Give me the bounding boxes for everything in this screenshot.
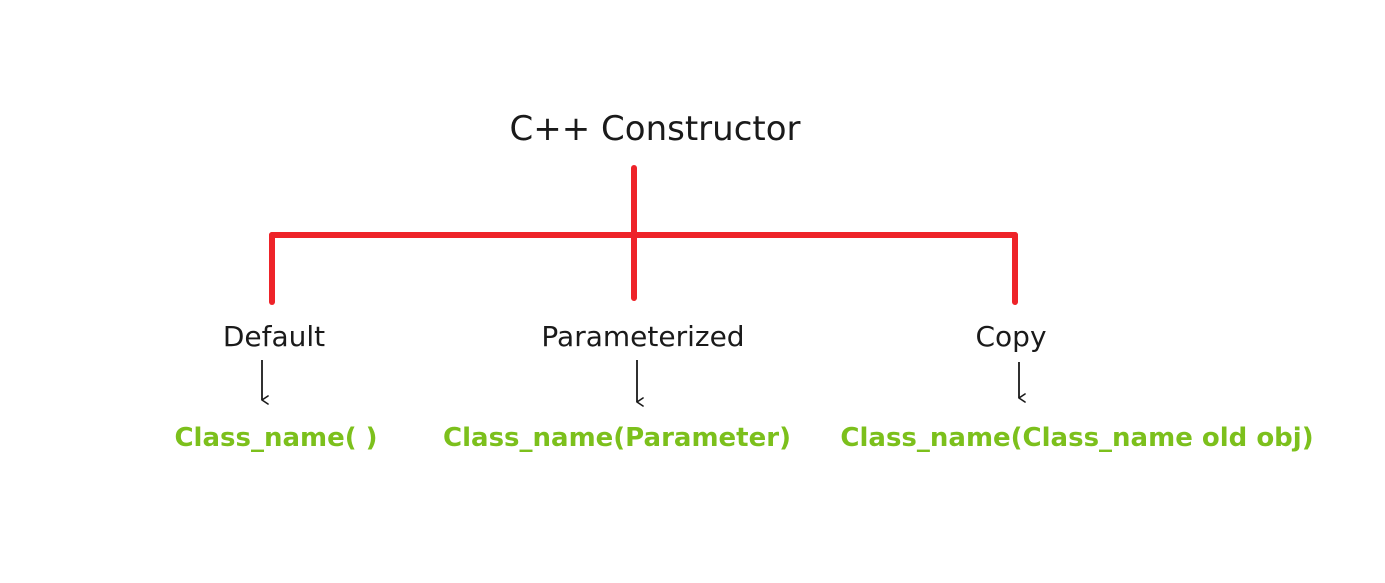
branch-default: Default Class_name( ) xyxy=(174,320,377,453)
syntax-parameterized: Class_name(Parameter) xyxy=(443,423,791,453)
diagram-title: C++ Constructor xyxy=(510,109,801,149)
branch-copy: Copy Class_name(Class_name old obj) xyxy=(840,320,1313,453)
branch-label-parameterized: Parameterized xyxy=(541,320,744,353)
syntax-default: Class_name( ) xyxy=(174,423,377,453)
branch-label-copy: Copy xyxy=(975,320,1046,353)
branch-parameterized: Parameterized Class_name(Parameter) xyxy=(443,320,791,453)
tree-connector xyxy=(269,165,1018,305)
syntax-copy: Class_name(Class_name old obj) xyxy=(840,423,1313,453)
branch-label-default: Default xyxy=(223,320,325,353)
